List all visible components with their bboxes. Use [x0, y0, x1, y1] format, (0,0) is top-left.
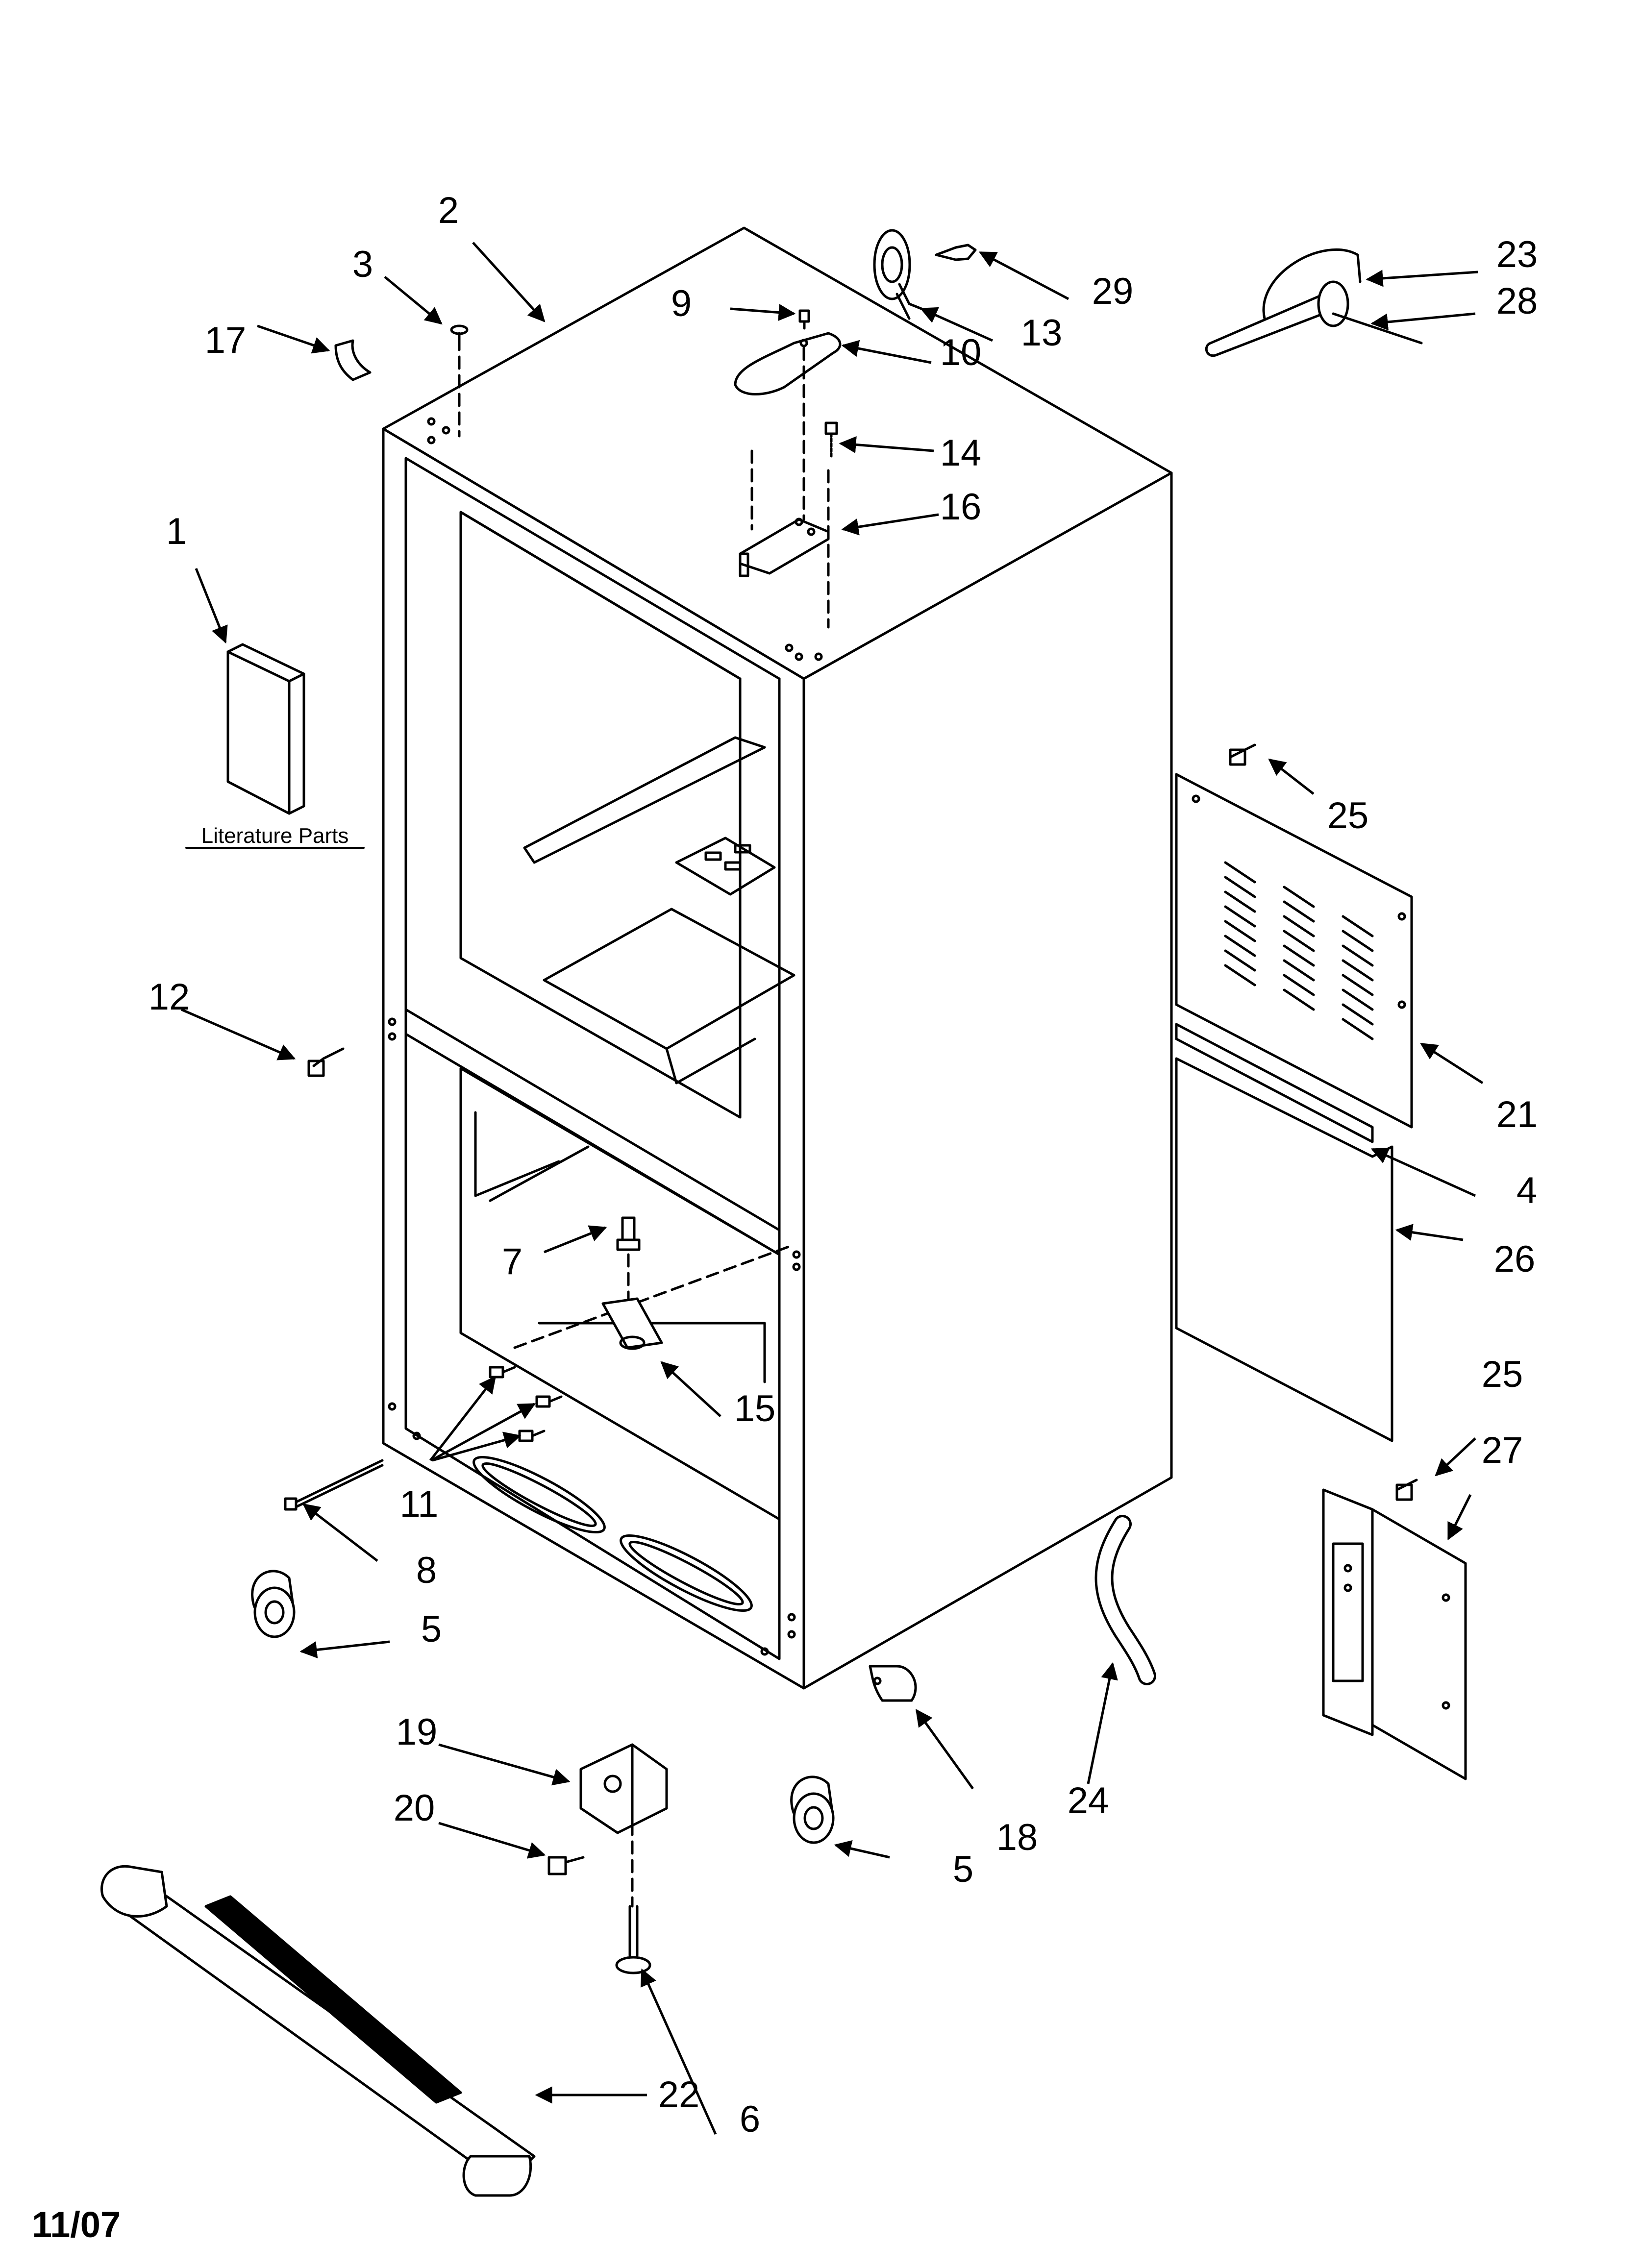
screw-12: [307, 1047, 345, 1077]
callout-label-c7: 7: [502, 1241, 522, 1282]
callout-label-c8: 8: [416, 1550, 437, 1591]
callout-label-c23: 23: [1496, 234, 1538, 275]
callout-label-c22: 22: [658, 2074, 700, 2116]
callout-label-c25a: 25: [1327, 795, 1369, 837]
screws-25: [1229, 743, 1418, 1501]
callout-label-c5a: 5: [421, 1608, 442, 1650]
electrical-box: [1322, 1488, 1467, 1780]
panel-26: [1175, 1057, 1393, 1442]
rear-access-panel: [1175, 773, 1413, 1129]
callout-label-c19: 19: [396, 1711, 438, 1753]
callout-label-c27: 27: [1482, 1430, 1523, 1471]
door-stop-13: [873, 229, 923, 320]
drain-hose-24: [1094, 1515, 1156, 1685]
callout-label-c13: 13: [1021, 312, 1063, 354]
dashed-guide-lines: [458, 337, 830, 1908]
water-tube-28: [1205, 248, 1423, 357]
roller-left: [251, 1570, 296, 1638]
callout-label-c3: 3: [352, 244, 373, 285]
leader-lines: [181, 242, 1484, 2135]
literature-parts-label: Literature Parts: [201, 824, 349, 848]
callout-label-c25b: 25: [1482, 1354, 1523, 1395]
leveling-bracket-19: [579, 1743, 668, 1834]
tape-17: [334, 339, 372, 381]
literature-parts-book: [185, 643, 365, 849]
hinge-screws: [798, 309, 838, 460]
callout-label-c20: 20: [394, 1787, 435, 1829]
callout-label-c4: 4: [1517, 1170, 1537, 1211]
callout-label-c10: 10: [940, 332, 982, 373]
cabinet-shell: [382, 226, 1173, 1690]
screw-3: [450, 324, 469, 347]
screw-29: [935, 244, 977, 261]
callout-label-c11: 11: [400, 1483, 439, 1525]
vent-slots: [1224, 861, 1374, 1040]
leveling-leg-6: [615, 1905, 651, 1974]
strip-4: [1175, 1023, 1374, 1143]
callout-label-c29: 29: [1092, 271, 1134, 312]
callout-label-c6: 6: [740, 2098, 760, 2140]
callout-label-c15: 15: [734, 1388, 776, 1430]
callout-label-c24: 24: [1068, 1780, 1109, 1822]
callout-label-c28: 28: [1496, 280, 1538, 322]
callout-labels: 1234556789101112131415161718192021222324…: [149, 190, 1538, 2140]
date-code: 11/07: [32, 2204, 121, 2245]
callout-label-c16: 16: [940, 486, 982, 528]
callout-label-c21: 21: [1496, 1094, 1538, 1135]
roller-right: [790, 1775, 835, 1844]
callout-label-c1: 1: [166, 511, 187, 552]
callout-label-c26: 26: [1494, 1238, 1536, 1280]
callout-label-c14: 14: [940, 432, 982, 474]
top-hinge-cover: [734, 332, 842, 395]
callout-label-c17: 17: [205, 320, 247, 361]
callout-label-c2: 2: [438, 190, 459, 231]
toe-grille: [100, 1865, 536, 2197]
hinge-15: [601, 1297, 663, 1350]
callout-label-c12: 12: [149, 976, 190, 1018]
callout-label-c9: 9: [671, 283, 692, 324]
callout-label-c5b: 5: [953, 1849, 973, 1890]
screw-7: [616, 1216, 641, 1251]
screw-20: [547, 1856, 585, 1875]
bolt-8: [284, 1459, 384, 1511]
callout-label-c18: 18: [996, 1817, 1038, 1858]
clamp-18: [869, 1665, 917, 1702]
